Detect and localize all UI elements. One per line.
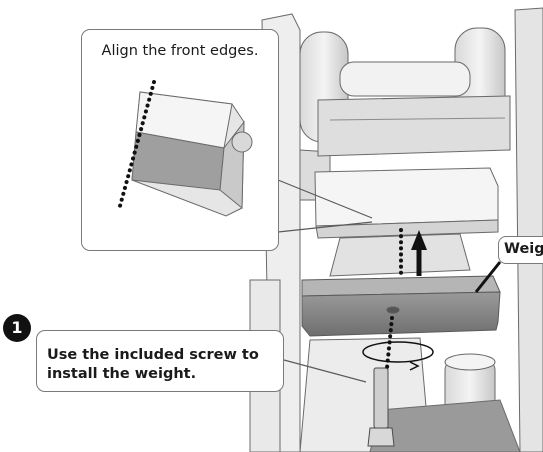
zoom-caption: Align the front edges. bbox=[101, 43, 259, 59]
upper-block bbox=[314, 167, 499, 277]
step-instruction-box: Use the included screw to install the we… bbox=[36, 330, 284, 392]
rollers bbox=[299, 27, 511, 157]
weight-label: Weight bbox=[504, 241, 543, 257]
screw bbox=[367, 367, 395, 447]
zoom-callout: Align the front edges. bbox=[81, 29, 279, 251]
insertion-guide bbox=[362, 228, 434, 371]
leader-lines bbox=[277, 179, 502, 383]
weight-part bbox=[301, 275, 501, 337]
lower-parts bbox=[299, 337, 521, 452]
step-instruction: Use the included screw to install the we… bbox=[47, 347, 259, 382]
step-number-badge: 1 bbox=[3, 314, 31, 342]
zoom-detail-art bbox=[118, 80, 253, 217]
weight-label-box: Weight bbox=[498, 236, 543, 264]
